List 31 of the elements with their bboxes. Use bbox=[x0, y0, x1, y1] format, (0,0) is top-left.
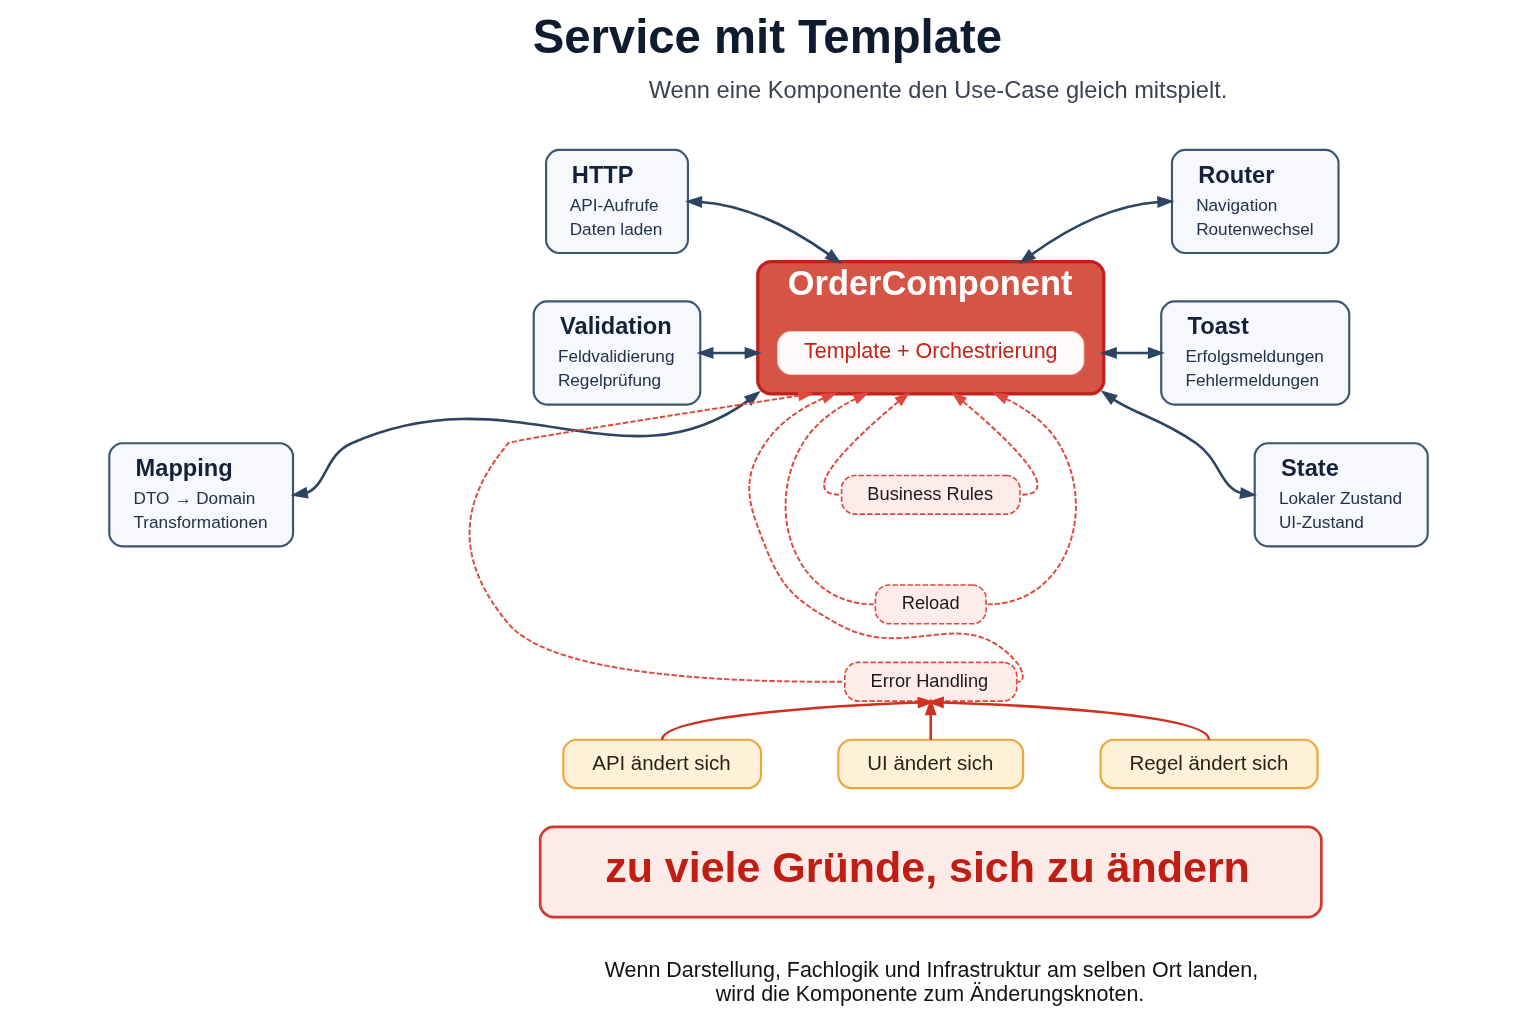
node-box: Mapping DTO → Domain Transformationen bbox=[107, 442, 294, 548]
arrow bbox=[822, 391, 910, 496]
node-box: API ändert sich bbox=[561, 738, 762, 790]
arrow bbox=[660, 696, 935, 741]
arrow bbox=[1018, 196, 1174, 264]
arrow bbox=[684, 196, 842, 264]
arrow bbox=[468, 390, 845, 683]
arrow bbox=[951, 391, 1038, 496]
node-box: Business Rules bbox=[840, 474, 1021, 515]
node-box: State Lokaler Zustand UI-Zustand bbox=[1253, 442, 1429, 548]
node-box: Validation Feldvalidierung Regelprüfung bbox=[532, 300, 701, 406]
node-box: Router Navigation Routenwechsel bbox=[1170, 148, 1340, 255]
label: Wenn eine Komponente den Use-Case gleich mitspielt. bbox=[648, 76, 1227, 103]
arrow bbox=[986, 392, 1077, 606]
diagram-title: Service mit Template bbox=[532, 10, 1002, 64]
node-box: Reload bbox=[874, 584, 987, 625]
node-box: UI ändert sich bbox=[836, 738, 1024, 790]
caption: Wenn Darstellung, Fachlogik und Infrastruktur am selben Ort landen, wird die Komponente zum Änderungsknoten. bbox=[604, 958, 1258, 1006]
node-box: Regel ändert sich bbox=[1098, 738, 1319, 790]
node-box: HTTP API-Aufrufe Daten laden bbox=[544, 148, 689, 255]
arrow bbox=[924, 698, 937, 740]
node-box: Toast Erfolgsmeldungen Fehlermeldungen bbox=[1159, 300, 1350, 406]
arrow bbox=[926, 696, 1210, 741]
node-box: zu viele Gründe, sich zu ändern bbox=[538, 825, 1323, 919]
node-box: Error Handling bbox=[843, 661, 1017, 702]
arrow bbox=[784, 392, 875, 606]
arrow bbox=[1100, 390, 1257, 499]
arrow bbox=[695, 347, 762, 359]
node-box: Template + Orchestrierung bbox=[776, 330, 1084, 375]
arrow bbox=[290, 390, 761, 499]
arrow bbox=[1099, 347, 1165, 359]
